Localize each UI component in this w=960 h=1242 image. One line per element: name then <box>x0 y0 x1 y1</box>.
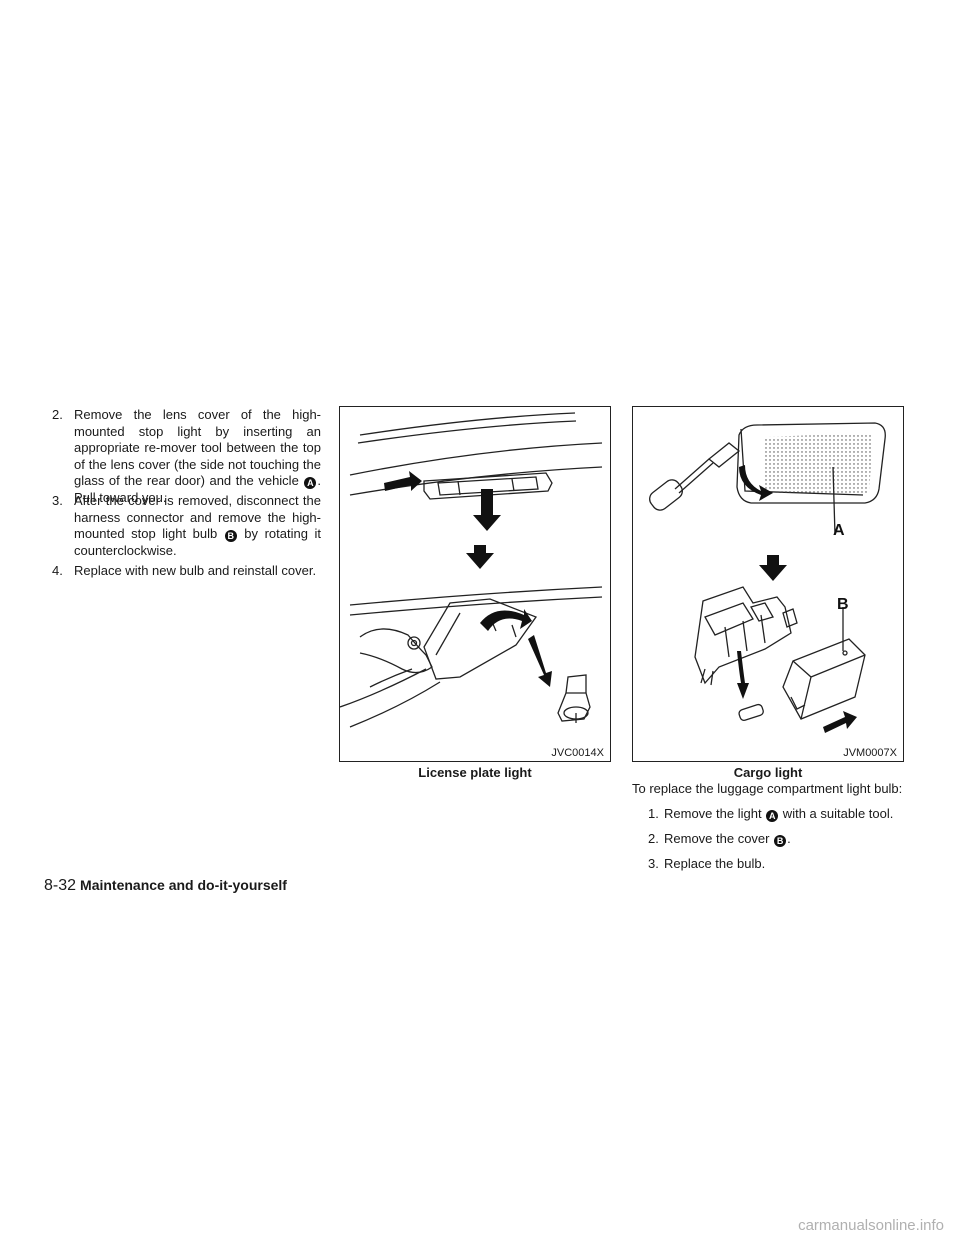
step-text-after: by rotating it counterclockwise. <box>74 526 321 558</box>
callout-b-icon: B <box>774 835 787 847</box>
step-2: 2. Remove the lens cover of the high-mou… <box>52 407 321 506</box>
step-2b: 2. Remove the cover B. <box>648 831 918 848</box>
cargo-light-figure: A B JVM0007X <box>632 406 904 762</box>
step-1: 1. Remove the light A with a suitable to… <box>648 806 918 823</box>
figure-caption: Cargo light <box>733 765 803 780</box>
figure-code: JVM0007X <box>843 747 897 759</box>
step-number: 2. <box>52 407 63 422</box>
step-3b: 3. Replace the bulb. <box>648 856 918 873</box>
callout-b-icon: B <box>224 530 237 542</box>
step-text: After the cover is removed, disconnect t… <box>74 493 321 541</box>
figure-caption: License plate light <box>418 765 532 780</box>
step-number: 3. <box>52 493 63 508</box>
page-number: 8-32 <box>44 877 77 894</box>
step-number: 2. <box>648 831 659 846</box>
license-plate-light-illustration <box>340 412 603 728</box>
cargo-light-illustration: A B <box>649 422 886 733</box>
step-number: 1. <box>648 806 659 821</box>
step-text: Replace with new bulb and reinstall cove… <box>74 563 317 578</box>
figure-code: JVC0014X <box>551 747 604 759</box>
callout-a-icon: A <box>766 810 779 822</box>
callout-a-icon: A <box>304 477 317 489</box>
intro-text: To replace the luggage compartment light… <box>632 781 903 796</box>
step-text: Remove the light <box>664 806 762 821</box>
step-text-after: . <box>787 831 791 846</box>
label-b: B <box>837 596 849 613</box>
step-text-after: with a suitable tool. <box>779 806 894 821</box>
watermark: carmanualsonline.info <box>798 1217 944 1234</box>
step-text: Replace the bulb. <box>664 856 766 871</box>
step-number: 4. <box>52 563 63 578</box>
step-3: 3. After the cover is removed, disconnec… <box>52 493 321 559</box>
step-number: 3. <box>648 856 659 871</box>
step-text: Remove the lens cover of the high-mounte… <box>74 407 321 488</box>
step-text: Remove the cover <box>664 831 770 846</box>
section-title: Maintenance and do-it-yourself <box>80 877 287 893</box>
license-plate-light-figure: JVC0014X <box>339 406 611 762</box>
step-text-after: . Pull toward you. <box>74 473 321 505</box>
label-a: A <box>833 522 845 539</box>
step-4: 4. Replace with new bulb and reinstall c… <box>52 563 321 580</box>
